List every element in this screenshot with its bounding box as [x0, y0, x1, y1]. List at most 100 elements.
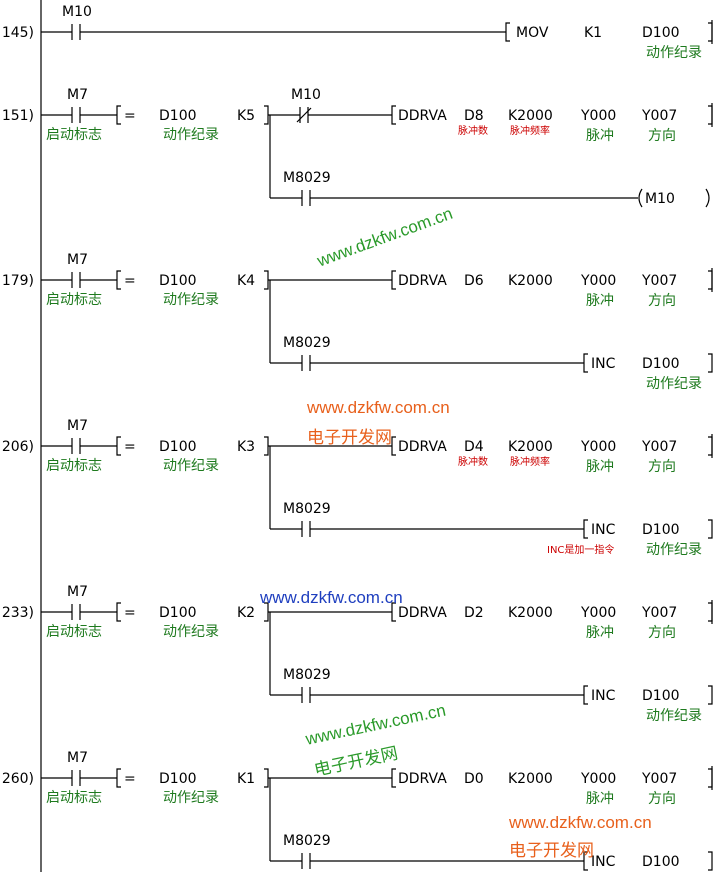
- annotation-note: 脉冲数: [458, 124, 488, 137]
- instruction-bracket-open: [391, 602, 396, 622]
- compare-operand: K4: [237, 273, 255, 289]
- instruction-operand: D100: [642, 522, 680, 538]
- instruction-bracket-open: [583, 353, 588, 373]
- contact-label: M7: [67, 584, 88, 600]
- step-number: 233): [2, 605, 34, 621]
- instruction-bracket-open: [116, 436, 121, 456]
- instruction-operand: K2000: [508, 605, 553, 621]
- instruction-operand: D100: [642, 688, 680, 704]
- compare-operand: D100: [159, 108, 197, 124]
- instruction-bracket-close: [708, 270, 713, 290]
- contact-label: M7: [67, 750, 88, 766]
- device-comment: 方向: [648, 293, 676, 309]
- instruction-operand: D6: [464, 273, 484, 289]
- contact-label: M7: [67, 87, 88, 103]
- instruction-bracket-open: [116, 602, 121, 622]
- instruction-mnemonic: DDRVA: [398, 771, 447, 787]
- device-comment: 方向: [648, 459, 676, 475]
- device-comment: 方向: [648, 791, 676, 807]
- instruction-operand: Y007: [641, 273, 677, 289]
- instruction-operand: Y007: [641, 605, 677, 621]
- device-comment: 动作纪录: [646, 376, 702, 392]
- instruction-operand: Y000: [580, 439, 616, 455]
- device-comment: 启动标志: [46, 790, 102, 806]
- instruction-operand: D100: [642, 25, 680, 41]
- annotation-note: 脉冲频率: [510, 455, 550, 468]
- watermark-text: www.dzkfw.com.cn: [260, 588, 403, 607]
- annotation-note: 脉冲数: [458, 455, 488, 468]
- instruction-operand: K2000: [508, 273, 553, 289]
- device-comment: 方向: [648, 625, 676, 641]
- instruction-mnemonic: DDRVA: [398, 439, 447, 455]
- instruction-operand: K2000: [508, 108, 553, 124]
- instruction-operand: D2: [464, 605, 484, 621]
- instruction-bracket-close: [708, 602, 713, 622]
- instruction-mnemonic: DDRVA: [398, 108, 447, 124]
- instruction-operand: K2000: [508, 439, 553, 455]
- instruction-operand: Y007: [641, 439, 677, 455]
- instruction-operand: D100: [642, 854, 680, 870]
- watermark-text: 电子开发网: [307, 428, 392, 447]
- instruction-bracket-open: [583, 685, 588, 705]
- instruction-bracket-close: [264, 768, 269, 788]
- compare-operand: D100: [159, 439, 197, 455]
- instruction-mnemonic: DDRVA: [398, 605, 447, 621]
- device-comment: 启动标志: [46, 624, 102, 640]
- instruction-operand: D100: [642, 356, 680, 372]
- instruction-bracket-open: [391, 105, 396, 125]
- instruction-bracket-close: [264, 105, 269, 125]
- compare-operand: D100: [159, 273, 197, 289]
- step-number: 179): [2, 273, 34, 289]
- instruction-bracket-close: [708, 22, 713, 42]
- annotation-note: INC是加一指令: [547, 543, 614, 556]
- instruction-mnemonic: DDRVA: [398, 273, 447, 289]
- compare-operand: K5: [237, 108, 255, 124]
- contact-label: M8029: [283, 833, 331, 849]
- instruction-bracket-close: [708, 105, 713, 125]
- device-comment: 动作纪录: [163, 127, 219, 143]
- instruction-bracket-open: [116, 270, 121, 290]
- instruction-bracket-open: [505, 22, 510, 42]
- instruction-operand: Y000: [580, 108, 616, 124]
- step-number: 206): [2, 439, 34, 455]
- compare-operand: D100: [159, 771, 197, 787]
- annotation-note: 脉冲频率: [510, 124, 550, 137]
- instruction-bracket-close: [708, 436, 713, 456]
- device-comment: 启动标志: [46, 292, 102, 308]
- device-comment: 动作纪录: [163, 790, 219, 806]
- compare-operand: K2: [237, 605, 255, 621]
- instruction-bracket-open: [583, 851, 588, 871]
- instruction-operand: Y000: [580, 771, 616, 787]
- instruction-bracket-close: [708, 851, 713, 871]
- device-comment: 启动标志: [46, 127, 102, 143]
- contact-label: M8029: [283, 170, 331, 186]
- device-comment: 方向: [648, 128, 676, 144]
- device-comment: 动作纪录: [646, 45, 702, 61]
- device-comment: 动作纪录: [646, 708, 702, 724]
- compare-operand: K1: [237, 771, 255, 787]
- contact-label: M7: [67, 418, 88, 434]
- contact-label: M7: [67, 252, 88, 268]
- instruction-operand: D0: [464, 771, 484, 787]
- instruction-operand: Y007: [641, 108, 677, 124]
- instruction-operand: K1: [584, 25, 602, 41]
- instruction-operand: D8: [464, 108, 484, 124]
- instruction-mnemonic: MOV: [516, 25, 549, 41]
- instruction-mnemonic: INC: [591, 854, 616, 870]
- instruction-bracket-close: [708, 685, 713, 705]
- compare-operand: K3: [237, 439, 255, 455]
- instruction-bracket-close: [708, 519, 713, 539]
- step-number: 145): [2, 25, 34, 41]
- device-comment: 脉冲: [586, 459, 614, 475]
- instruction-bracket-open: [391, 768, 396, 788]
- instruction-operand: K2000: [508, 771, 553, 787]
- contact-label: M10: [291, 87, 321, 103]
- instruction-operand: D4: [464, 439, 484, 455]
- watermark-text: www.dzkfw.com.cn: [307, 398, 450, 417]
